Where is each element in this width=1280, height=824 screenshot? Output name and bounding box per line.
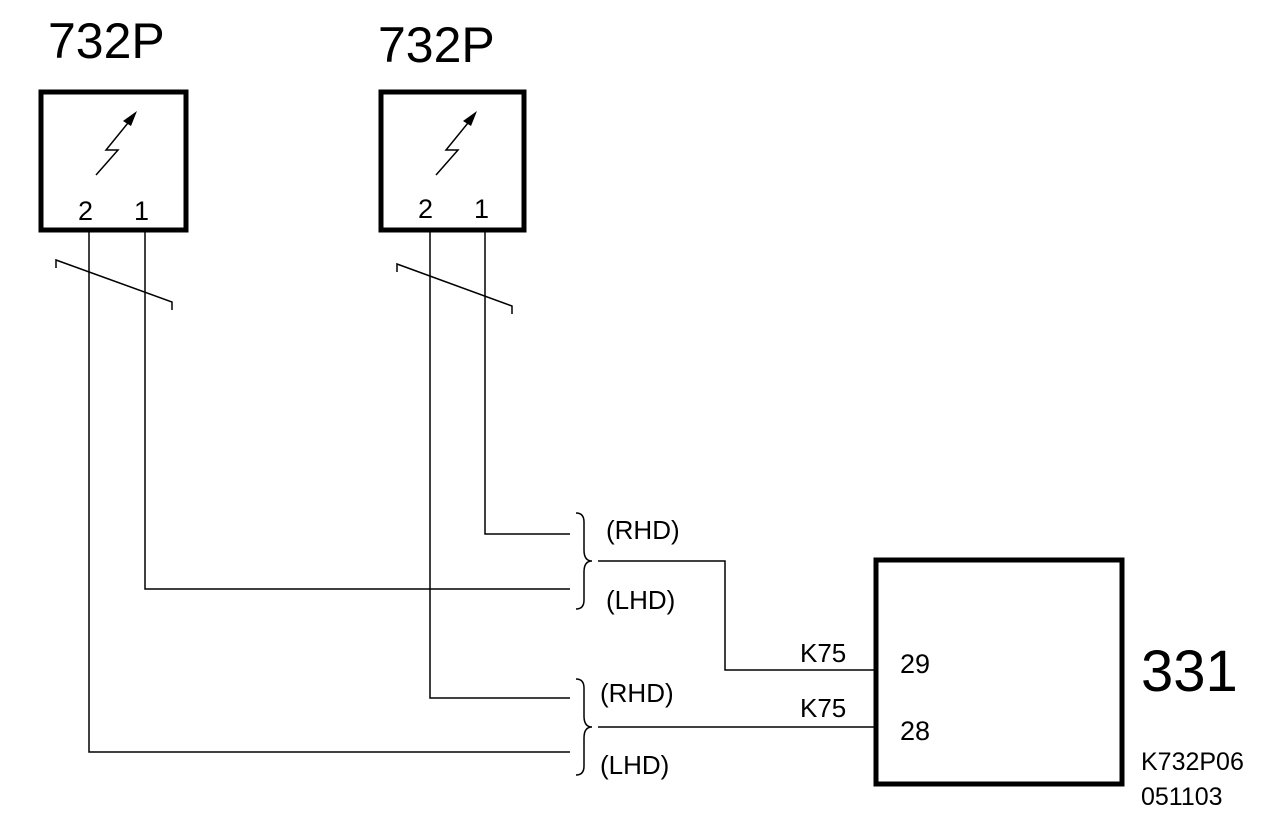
harness-upper-lhd-label: (LHD)	[606, 585, 675, 615]
diagram-date: 051103	[1141, 783, 1223, 811]
connector-upper-label: K75	[800, 638, 846, 668]
sensor-left-label: 732P	[48, 13, 165, 69]
wire-left-sensor-pin-2	[88, 230, 570, 753]
control-unit: 29 28 331	[873, 557, 1238, 787]
sensor-left: 732P 2 1	[38, 13, 189, 233]
sensor-left-pin-1: 1	[134, 196, 149, 226]
harness-upper-rhd-label: (RHD)	[606, 515, 680, 545]
wire-right-sensor-pin-2	[429, 230, 570, 699]
light-sensor-icon	[95, 111, 137, 176]
twisted-pair-symbol-left	[55, 258, 173, 310]
sensor-left-box	[38, 89, 189, 233]
sensor-right-label: 732P	[378, 17, 495, 73]
connector-lower-label: K75	[800, 693, 846, 723]
wire-left-sensor-pin-1	[144, 230, 570, 590]
light-sensor-icon	[435, 111, 477, 176]
control-unit-label: 331	[1141, 639, 1238, 704]
wire-to-pin-29	[598, 560, 876, 671]
control-unit-box	[873, 557, 1125, 787]
harness-bracket-lower	[575, 678, 593, 776]
sensor-right-pin-1: 1	[474, 194, 489, 224]
sensor-left-pin-2: 2	[78, 196, 93, 226]
diagram-code: K732P06	[1141, 748, 1244, 776]
harness-lower-lhd-label: (LHD)	[600, 750, 669, 780]
sensor-right-pin-2: 2	[418, 194, 433, 224]
sensor-right: 732P 2 1	[378, 17, 527, 233]
control-unit-pin-28: 28	[900, 716, 930, 746]
wire-right-sensor-pin-1	[484, 230, 570, 535]
sensor-right-box	[378, 89, 527, 233]
harness-bracket-upper	[575, 512, 593, 610]
control-unit-pin-29: 29	[900, 649, 930, 679]
harness-lower-rhd-label: (RHD)	[600, 678, 674, 708]
twisted-pair-symbol-right	[396, 262, 513, 314]
